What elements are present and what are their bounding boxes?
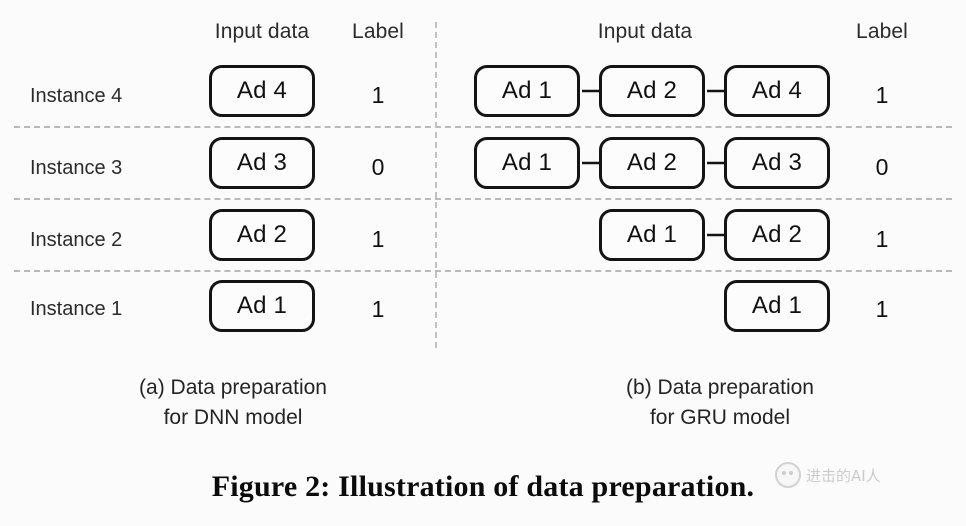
panel-b-ad-box[interactable]: Ad 1 xyxy=(474,65,580,117)
panel-divider xyxy=(435,22,437,348)
panel-a-ad-box[interactable]: Ad 3 xyxy=(209,137,315,189)
panel-b-label-value: 1 xyxy=(875,296,889,322)
row-divider-1 xyxy=(14,126,952,128)
panel-b-label-value: 0 xyxy=(875,154,889,180)
panel-b-label-value: 1 xyxy=(875,226,889,252)
panel-b-ad-box[interactable]: Ad 1 xyxy=(474,137,580,189)
instance-label-row-1: Instance 4 xyxy=(30,85,123,107)
panel-b-header-label: Label xyxy=(856,20,908,43)
panel-b-ad-box[interactable]: Ad 2 xyxy=(599,65,705,117)
panel-a-label-value: 0 xyxy=(371,154,385,180)
instance-label-row-4: Instance 1 xyxy=(30,298,123,320)
panel-a-header-label: Label xyxy=(352,20,404,43)
panel-b-header-input-data: Input data xyxy=(597,20,693,43)
panel-a-label-value: 1 xyxy=(371,296,385,322)
panel-b-ad-box[interactable]: Ad 4 xyxy=(724,65,830,117)
instance-label-row-2: Instance 3 xyxy=(30,157,123,179)
panel-b-subcaption: (b) Data preparation for GRU model xyxy=(626,376,814,429)
panel-b-ad-box[interactable]: Ad 1 xyxy=(724,280,830,332)
panel-b-ad-box[interactable]: Ad 2 xyxy=(724,209,830,261)
panel-b-ad-box[interactable]: Ad 2 xyxy=(599,137,705,189)
panel-b-ad-box[interactable]: Ad 3 xyxy=(724,137,830,189)
panel-a-subcaption: (a) Data preparation for DNN model xyxy=(139,376,327,429)
panel-a-header-input-data: Input data xyxy=(214,20,310,43)
panel-a-ad-box[interactable]: Ad 4 xyxy=(209,65,315,117)
panel-b-label-value: 1 xyxy=(875,82,889,108)
panel-a-label-value: 1 xyxy=(371,226,385,252)
panel-a-label-value: 1 xyxy=(371,82,385,108)
row-divider-2 xyxy=(14,198,952,200)
instance-label-row-3: Instance 2 xyxy=(30,229,123,251)
panel-a-ad-box[interactable]: Ad 1 xyxy=(209,280,315,332)
row-divider-3 xyxy=(14,270,952,272)
figure-caption: Figure 2: Illustration of data preparati… xyxy=(211,470,755,503)
panel-b-ad-box[interactable]: Ad 1 xyxy=(599,209,705,261)
panel-a-ad-box[interactable]: Ad 2 xyxy=(209,209,315,261)
